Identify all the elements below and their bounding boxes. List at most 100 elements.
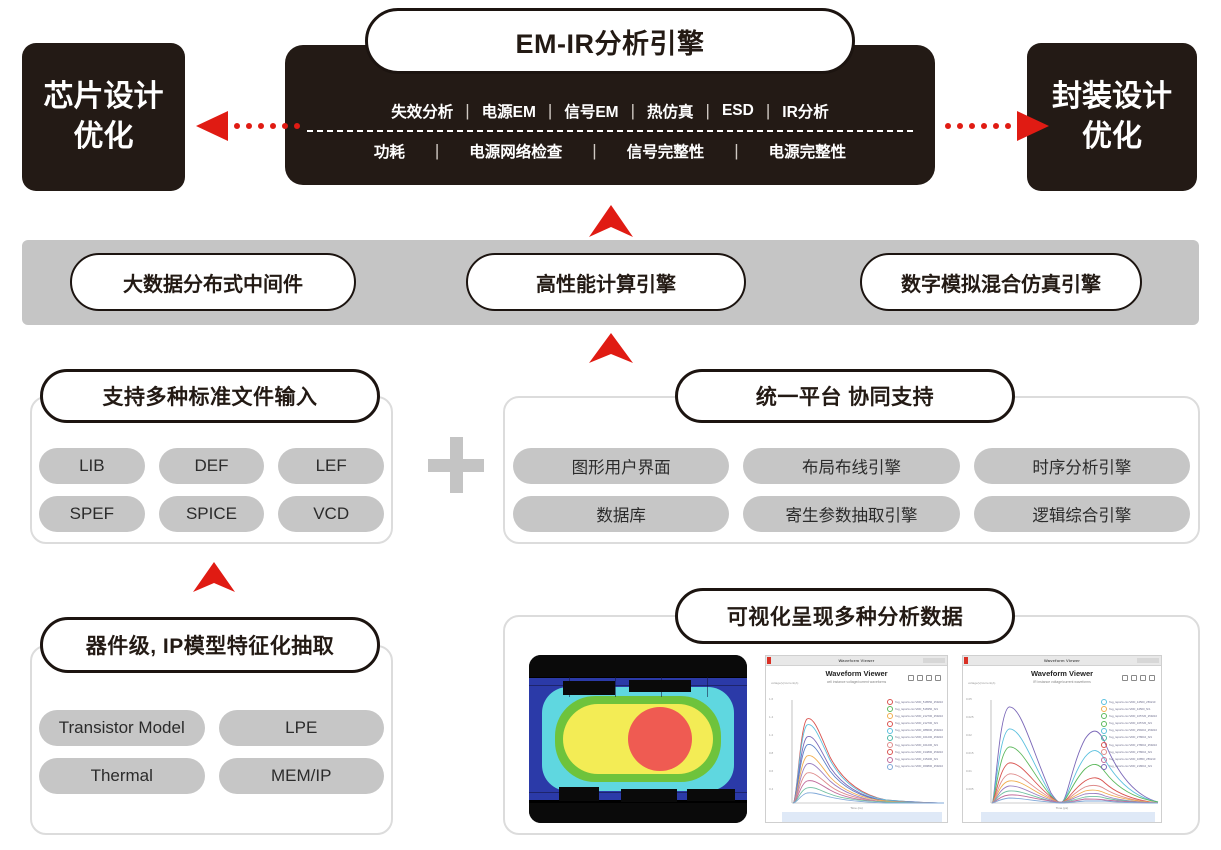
- engine-cap-pna[interactable]: 电源网络检查: [469, 143, 563, 161]
- legend-item[interactable]: hvg_reports.csv:VDD_212700_N/1: [887, 720, 943, 727]
- engine-cap-si[interactable]: 信号完整性: [626, 143, 705, 161]
- arrowhead-right-icon: [1017, 111, 1049, 141]
- waveform-right-scrollbar[interactable]: [980, 812, 1156, 822]
- file-chip-spef[interactable]: SPEF: [39, 496, 145, 532]
- legend-item[interactable]: hvg_reports.csv:VDD_278010_259210: [1101, 742, 1157, 749]
- engine-cap-pi[interactable]: 电源完整性: [768, 143, 847, 161]
- legend-item[interactable]: hvg_reports.csv:VDD_388600_259210: [887, 727, 943, 734]
- save-icon[interactable]: [935, 675, 941, 681]
- row-separator: |: [734, 140, 739, 160]
- legend-marker-icon: [887, 727, 894, 734]
- platform-chip-timing[interactable]: 时序分析引擎: [973, 448, 1190, 484]
- file-chip-def[interactable]: DEF: [158, 448, 265, 484]
- engine-cap-thermal[interactable]: 热仿真: [647, 103, 694, 121]
- arrow-dot: [294, 123, 300, 129]
- engine-cap-signal-em[interactable]: 信号EM: [564, 103, 619, 121]
- platform-chip-synthesis[interactable]: 逻辑综合引擎: [973, 496, 1190, 532]
- waveform-right-ytick: 0.02: [966, 733, 972, 737]
- pan-icon[interactable]: [1131, 675, 1137, 681]
- waveform-left-toolbar-icons[interactable]: [908, 675, 941, 681]
- visualization-title-pill: 可视化呈现多种分析数据: [675, 588, 1015, 644]
- waveform-left-plot: 1.6 1.4 1.2 0.8 0.6 0.4 Time (ns) hvg_re…: [766, 695, 947, 822]
- legend-item[interactable]: hvg_reports.csv:VDD_369800_259210: [887, 763, 943, 770]
- legend-item[interactable]: hvg_reports.csv:VDD_314800_259210: [887, 749, 943, 756]
- arrow-dot: [1005, 123, 1011, 129]
- window-controls-icon[interactable]: [923, 658, 945, 663]
- chip-design-optimization-block: 芯片设计 优化: [22, 43, 185, 191]
- waveform-viewer-left[interactable]: Waveform Viewer Waveform Viewer cell ins…: [765, 655, 948, 823]
- legend-item[interactable]: hvg_reports.csv:VDD_44500_N/1: [1101, 706, 1157, 713]
- legend-item[interactable]: hvg_reports.csv:VDD_278010_N/1: [1101, 749, 1157, 756]
- file-chip-lib[interactable]: LIB: [39, 448, 145, 484]
- legend-marker-icon: [887, 742, 894, 749]
- thermal-pad: [559, 787, 599, 801]
- waveform-right-ytick: 0.015: [966, 751, 974, 755]
- middleware-pill-hpc[interactable]: 高性能计算引擎: [466, 253, 746, 311]
- engine-cap-esd[interactable]: ESD: [721, 101, 754, 119]
- legend-item[interactable]: hvg_reports.csv:VDD_278010_N/1: [1101, 734, 1157, 741]
- engine-cap-failure[interactable]: 失效分析: [391, 103, 454, 121]
- engine-cap-power[interactable]: 功耗: [373, 143, 405, 161]
- save-icon[interactable]: [1149, 675, 1155, 681]
- platform-chip-gui[interactable]: 图形用户界面: [513, 448, 730, 484]
- waveform-right-heading: Waveform Viewer: [1030, 669, 1094, 678]
- model-chip-thermal[interactable]: Thermal: [39, 758, 205, 794]
- engine-cap-power-em[interactable]: 电源EM: [481, 103, 536, 121]
- window-controls-icon[interactable]: [1137, 658, 1159, 663]
- legend-item[interactable]: hvg_reports.csv:VDD_212700_259210: [887, 713, 943, 720]
- pan-icon[interactable]: [917, 675, 923, 681]
- legend-item[interactable]: hvg_reports.csv:VDD_518550_259210: [887, 699, 943, 705]
- legend-label: hvg_reports.csv:VDD_278010_N/1: [1109, 750, 1153, 754]
- file-input-chip-grid: LIB DEF LEF SPEF SPICE VCD: [39, 448, 384, 532]
- waveform-left-titlebar: Waveform Viewer: [766, 656, 947, 666]
- legend-item[interactable]: hvg_reports.csv:VDD_44500_259210: [1101, 699, 1157, 705]
- waveform-left-window-title: Waveform Viewer: [838, 658, 875, 663]
- legend-label: hvg_reports.csv:VDD_314800_259210: [895, 750, 943, 754]
- thermal-top-bar: [529, 655, 747, 677]
- waveform-right-xlabel: Time (ps): [1055, 806, 1069, 810]
- legend-label: hvg_reports.csv:VDD_278010_N/1: [1109, 736, 1153, 740]
- middleware-pill-bigdata[interactable]: 大数据分布式中间件: [70, 253, 356, 311]
- legend-marker-icon: [887, 749, 894, 756]
- cursor-icon[interactable]: [926, 675, 932, 681]
- legend-item[interactable]: hvg_reports.csv:VDD_321200_259210: [887, 734, 943, 741]
- arrow-middleware-to-engine: [589, 205, 633, 237]
- row-separator: |: [705, 100, 710, 120]
- waveform-left-ytick: 0.4: [769, 787, 774, 791]
- legend-item[interactable]: hvg_reports.csv:VDD_105720_259210: [1101, 713, 1157, 720]
- platform-chip-parasitic[interactable]: 寄生参数抽取引擎: [743, 496, 960, 532]
- file-chip-lef[interactable]: LEF: [278, 448, 384, 484]
- waveform-left-scrollbar[interactable]: [782, 812, 942, 822]
- zoom-icon[interactable]: [1122, 675, 1128, 681]
- waveform-viewer-right[interactable]: Waveform Viewer Waveform Viewer IR insta…: [962, 655, 1162, 823]
- file-chip-spice[interactable]: SPICE: [158, 496, 265, 532]
- cursor-icon[interactable]: [1140, 675, 1146, 681]
- zoom-icon[interactable]: [908, 675, 914, 681]
- legend-item[interactable]: hvg_reports.csv:VDD_315400_N/1: [887, 756, 943, 763]
- em-ir-engine-title-pill: EM-IR分析引擎: [365, 8, 855, 74]
- engine-cap-ir[interactable]: IR分析: [782, 103, 829, 121]
- legend-marker-icon: [887, 706, 894, 713]
- legend-item[interactable]: hvg_reports.csv:VDD_10850_259210: [1101, 756, 1157, 763]
- middleware-pill-mixed-sim[interactable]: 数字模拟混合仿真引擎: [860, 253, 1142, 311]
- legend-item[interactable]: hvg_reports.csv:VDD_105720_N/1: [1101, 720, 1157, 727]
- waveform-right-legend: hvg_reports.csv:VDD_44500_259210 hvg_rep…: [1101, 699, 1157, 770]
- legend-item[interactable]: hvg_reports.csv:VDD_218010_N/1: [1101, 763, 1157, 770]
- legend-marker-icon: [887, 756, 894, 763]
- file-chip-vcd[interactable]: VCD: [278, 496, 384, 532]
- waveform-right-toolbar-icons[interactable]: [1122, 675, 1155, 681]
- legend-marker-icon: [887, 734, 894, 741]
- model-chip-transistor[interactable]: Transistor Model: [39, 710, 205, 746]
- model-chip-grid: Transistor Model LPE Thermal MEM/IP: [39, 710, 384, 794]
- model-chip-lpe[interactable]: LPE: [218, 710, 384, 746]
- legend-marker-icon: [1101, 763, 1108, 770]
- legend-item[interactable]: hvg_reports.csv:VDD_321200_N/1: [887, 742, 943, 749]
- platform-chip-pnr[interactable]: 布局布线引擎: [743, 448, 960, 484]
- model-chip-memip[interactable]: MEM/IP: [218, 758, 384, 794]
- legend-item[interactable]: hvg_reports.csv:VDD_259210_259210: [1101, 727, 1157, 734]
- legend-marker-icon: [1101, 749, 1108, 756]
- platform-chip-grid: 图形用户界面 布局布线引擎 时序分析引擎 数据库 寄生参数抽取引擎 逻辑综合引擎: [513, 448, 1190, 532]
- platform-chip-database[interactable]: 数据库: [513, 496, 730, 532]
- middleware-label: 数字模拟混合仿真引擎: [901, 273, 1101, 296]
- legend-item[interactable]: hvg_reports.csv:VDD_518350_N/1: [887, 706, 943, 713]
